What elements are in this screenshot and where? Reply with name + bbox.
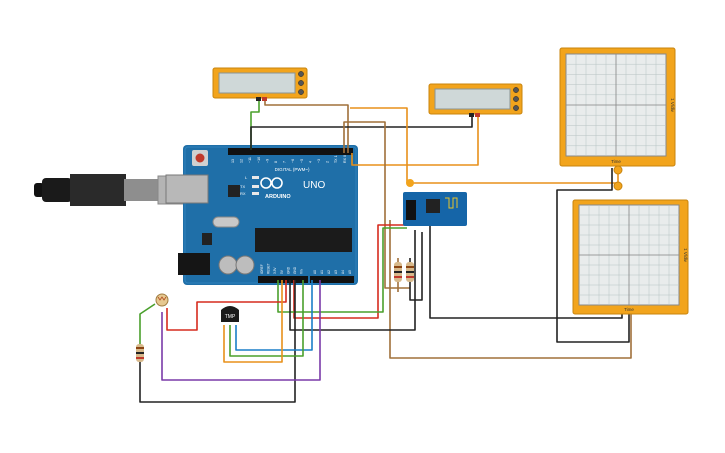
microcontroller-chip xyxy=(255,228,352,252)
digital-pin-label: 13 xyxy=(231,159,235,163)
top-scope-xlabel: Time xyxy=(611,159,621,164)
wire-brown-scope[interactable] xyxy=(389,220,632,359)
led-l xyxy=(252,176,259,179)
digital-pin-label: ~9 xyxy=(265,159,269,163)
digital-pin-label: 8 xyxy=(274,161,278,163)
wire-black-multimeter[interactable] xyxy=(250,114,473,150)
multimeter-left[interactable] xyxy=(212,67,308,101)
tx-label: TX xyxy=(240,184,245,189)
power-pin-label: GND xyxy=(293,266,297,274)
tmp-label: TMP xyxy=(225,314,236,320)
power-pin-label: 3.3V xyxy=(273,267,277,274)
analog-header[interactable] xyxy=(310,276,354,283)
digital-pin-label: TX 1 xyxy=(334,155,338,163)
power-header[interactable] xyxy=(258,276,308,283)
oscilloscope-bottom[interactable]: Time 1 V/div xyxy=(572,199,689,315)
usb-jack xyxy=(165,174,209,204)
bottom-scope-xlabel: Time xyxy=(624,307,634,312)
board-name: ARDUINO xyxy=(265,194,291,200)
wifi-module[interactable] xyxy=(403,179,467,226)
digital-pin-labels: 13 12 ~11 ~10 ~9 8 7 ~6 ~5 4 ~3 2 TX 1 RX 0 xyxy=(231,155,347,163)
multimeter-right[interactable] xyxy=(428,83,523,117)
wire-brown-long[interactable] xyxy=(343,121,410,289)
wire-orange-tmp[interactable] xyxy=(223,280,283,363)
digital-label: DIGITAL (PWM~) xyxy=(275,167,310,172)
power-jack xyxy=(178,253,210,275)
resistor-esp-2[interactable] xyxy=(406,262,414,282)
led-tx xyxy=(252,185,259,188)
analog-label: ANALOG IN xyxy=(322,285,344,290)
digital-pin-label: ~5 xyxy=(300,159,304,163)
rx-label: RX xyxy=(240,191,246,196)
board-model: UNO xyxy=(303,180,325,191)
arduino-logo-icon xyxy=(260,177,283,189)
digital-pin-label: 7 xyxy=(283,161,287,163)
wire-green-tmp[interactable] xyxy=(229,280,304,357)
digital-pin-label: 12 xyxy=(240,159,244,163)
analog-pin-label: A1 xyxy=(320,270,324,274)
power-label: POWER xyxy=(277,285,292,290)
analog-pin-label: A4 xyxy=(341,270,345,274)
temperature-sensor[interactable]: TMP xyxy=(221,306,239,322)
digital-pin-label: ~3 xyxy=(317,159,321,163)
l-label: L xyxy=(245,175,248,180)
top-scope-ylabel: 1 V/div xyxy=(670,98,675,113)
resistor-ldr[interactable] xyxy=(136,344,144,362)
digital-pin-label: ~11 xyxy=(248,157,252,163)
wire-brown-multimeter[interactable] xyxy=(264,98,349,153)
digital-pin-label: 2 xyxy=(326,161,330,163)
digital-header[interactable] xyxy=(228,148,353,155)
analog-pin-label: A3 xyxy=(334,270,338,274)
wire-red-ldr[interactable] xyxy=(166,280,287,331)
bottom-scope-ylabel: 1 V/div xyxy=(683,248,688,263)
wire-black-esp-scope[interactable] xyxy=(429,225,623,319)
wire-red-esp[interactable] xyxy=(293,224,405,319)
analog-pin-label: A5 xyxy=(348,270,352,274)
oscilloscope-top[interactable]: Time 1 V/div xyxy=(559,47,676,191)
led-rx xyxy=(252,192,259,195)
wire-purple-tmp[interactable] xyxy=(161,280,321,381)
power-pin-label: GND xyxy=(286,266,290,274)
wire-black-ldr[interactable] xyxy=(139,280,296,403)
digital-pin-label: 4 xyxy=(308,161,312,163)
power-pin-label: 5V xyxy=(280,269,284,274)
photoresistor[interactable] xyxy=(155,293,169,307)
wire-black-esp[interactable] xyxy=(289,230,416,331)
wire-orange-loop[interactable] xyxy=(350,107,408,183)
power-pin-label: Vin xyxy=(300,269,304,274)
wire-green-multimeter[interactable] xyxy=(250,98,260,150)
digital-pin-label: ~6 xyxy=(291,159,295,163)
wire-orange-multimeter[interactable] xyxy=(351,114,479,166)
power-pin-label: IOREF xyxy=(260,264,264,274)
analog-pin-label: A0 xyxy=(313,270,317,274)
wire-blue-tmp[interactable] xyxy=(235,280,313,351)
power-pin-label: RESET xyxy=(267,263,271,274)
wire-black-scope-top[interactable] xyxy=(556,168,630,343)
analog-pin-label: A2 xyxy=(327,270,331,274)
digital-pin-label: ~10 xyxy=(257,157,261,163)
arduino-board[interactable]: L TX RX UNO ARDUINO 13 12 ~11 ~10 ~9 8 7 ~6 ~5 4 ~… xyxy=(165,145,358,290)
digital-pin-label: RX 0 xyxy=(343,155,347,163)
wire-orange-scope[interactable] xyxy=(410,168,619,184)
wire-green-ldr[interactable] xyxy=(139,303,156,345)
resistor-esp-1[interactable] xyxy=(394,262,402,282)
